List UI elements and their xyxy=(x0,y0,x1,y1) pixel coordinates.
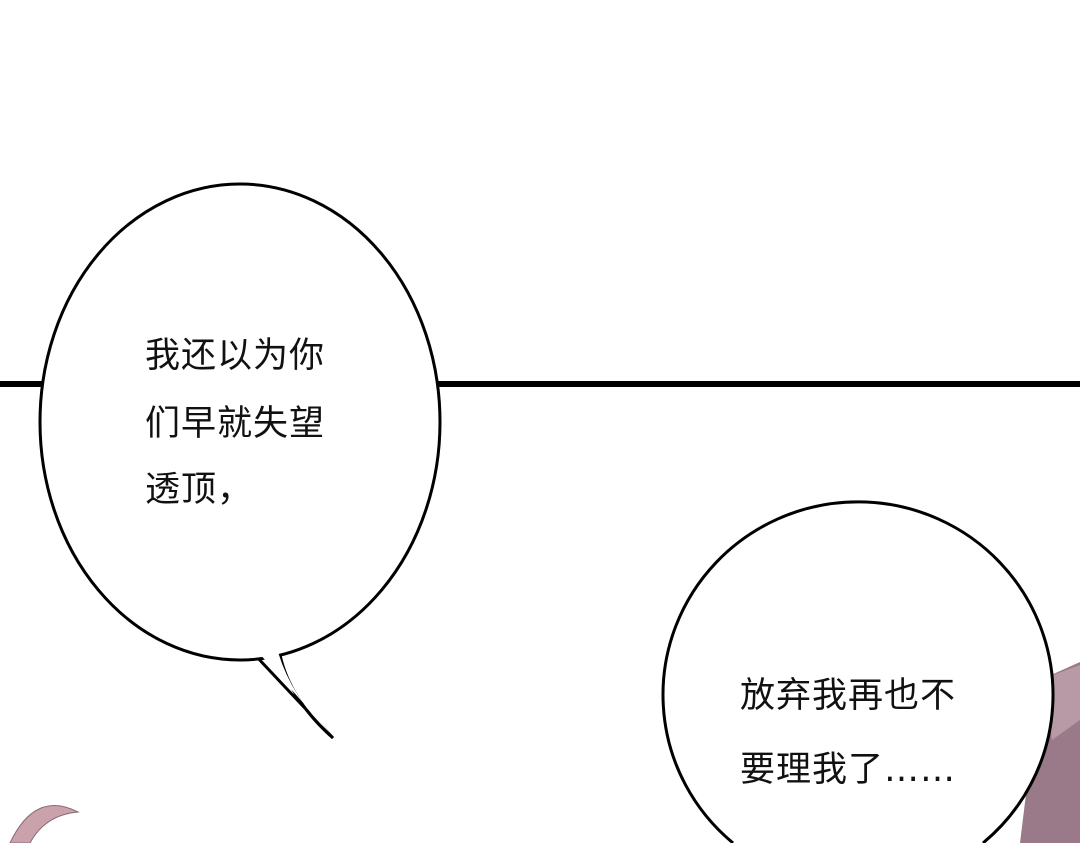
bubble-right-text: 放弃我再也不 要理我了…… xyxy=(740,660,956,806)
dialogue-line: 放弃我再也不 xyxy=(740,676,957,716)
panel-divider-line xyxy=(0,381,1080,387)
bubble-left-text: 我还以为你 们早就失望 透顶， xyxy=(145,320,325,526)
speech-bubble-left xyxy=(38,182,442,740)
dialogue-line: 透顶， xyxy=(145,470,254,510)
dialogue-line: 我还以为你 xyxy=(145,336,326,376)
dialogue-line: 们早就失望 xyxy=(145,404,326,444)
hair-left xyxy=(9,805,80,843)
dialogue-line: 要理我了…… xyxy=(740,750,957,790)
speech-bubble-right xyxy=(661,500,1055,843)
